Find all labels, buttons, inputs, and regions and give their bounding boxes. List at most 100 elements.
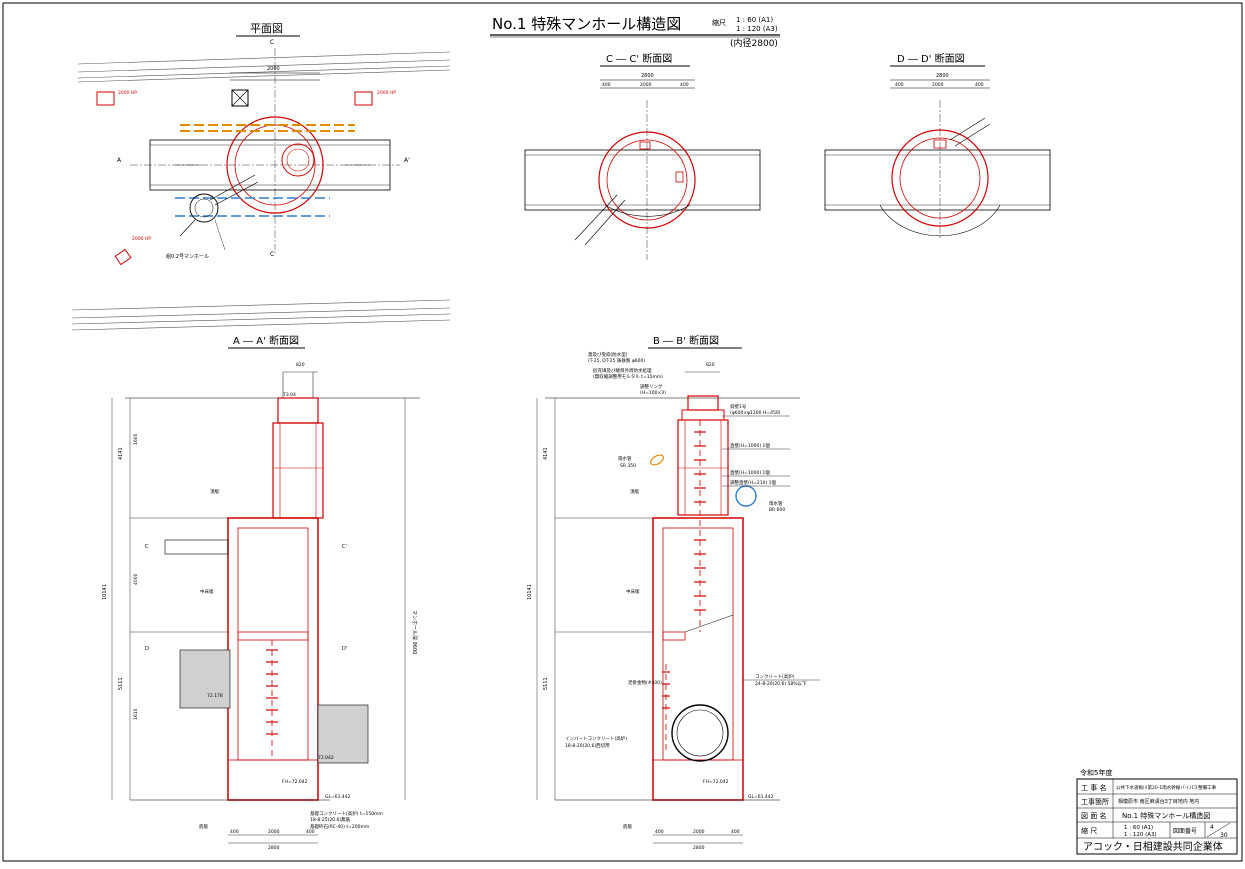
section-dd-title: D ― D' 断面図 — [897, 52, 965, 65]
plan-dim-2000: 2000 — [267, 66, 280, 72]
bb-wall2: 直壁(H=1000) 1個 — [730, 469, 770, 476]
bb-cover-label: 蓋及び受枠(防水型) — [588, 351, 628, 358]
aa-cut-d: D — [145, 646, 149, 652]
dd-dim-2800: 2800 — [936, 73, 949, 79]
section-aa: A ― A' 断面図 820 73.04 — [102, 334, 420, 851]
scale-a1: 1 : 60 (A1) — [736, 16, 773, 24]
tb-row4-label: 縮 尺 — [1081, 826, 1097, 835]
aa-pipe-right — [317, 704, 369, 764]
plan-pipe-label-1: 2000 HP — [118, 90, 137, 96]
aa-cut-cp: C' — [342, 544, 347, 550]
aa-manhole-depth: マンホール深 9600 — [411, 610, 418, 654]
bb-slab-ring-spec: (φ600×φ1200 H=450) — [730, 410, 781, 416]
cc-dim-2800: 2800 — [641, 73, 654, 79]
bb-rain1-spec: SR 350 — [620, 463, 636, 469]
aa-chamber-inner — [237, 527, 309, 761]
title-block: 令和5年度 工 事 名 公共下水道根川第20-1雨水幹線バイパス整備工事 工事箇… — [1076, 768, 1238, 855]
tb-sheet-total: 30 — [1220, 832, 1228, 839]
bb-invert: インバートコンクリート(高炉) — [565, 735, 627, 742]
dd-dim-400a: 400 — [895, 82, 904, 88]
bb-step-hw: 足掛金物(#400) — [628, 679, 662, 686]
aa-bdim-400a: 400 — [230, 829, 239, 835]
scale-a3: 1 : 120 (A3) — [736, 25, 778, 33]
tb-sheet-no-label: 図面番号 — [1173, 828, 1197, 835]
bb-wall1: 直壁(H=1000) 1個 — [730, 442, 770, 449]
dd-dim-400b: 400 — [975, 82, 984, 88]
bb-concrete: コンクリート(高炉) — [755, 673, 795, 680]
aa-dim-10141: 10141 — [102, 584, 108, 600]
section-cc: C ― C' 断面図 2800 400 2000 400 — [524, 52, 761, 260]
bb-bdim-2800: 2800 — [693, 845, 705, 851]
bb-rain2-spec: BR 600 — [769, 507, 785, 513]
aa-level-2: 72.178 — [207, 693, 223, 699]
aa-dim-1610: 1610 — [133, 708, 139, 720]
bb-slab-label: 頂版 — [630, 488, 639, 495]
plan-view: 平面図 2000 組 — [77, 22, 451, 266]
aa-mid-slab-label: 中床版 — [200, 588, 214, 595]
bb-bdim-2000: 2000 — [693, 829, 705, 835]
dd-dim-2000: 2000 — [932, 82, 944, 88]
aa-bdim-2000: 2000 — [268, 829, 280, 835]
tb-row4-value1: 1 : 60 (A1) — [1124, 825, 1153, 831]
plan-cut-c: C — [270, 39, 274, 46]
header: No.1 特殊マンホール構造図 縮尺 1 : 60 (A1) 1 : 120 (… — [490, 15, 780, 49]
bb-dim-820: 820 — [706, 362, 715, 368]
plan-small-manhole — [189, 193, 219, 223]
plan-view-title: 平面図 — [250, 22, 283, 35]
plan-pipe-label-2: 2000 HP — [377, 90, 396, 96]
inner-diameter: (内径2800) — [730, 37, 778, 49]
bb-cover-spec: (T-25, DT-25 鋳鉄製 φ600) — [588, 357, 645, 364]
small-manhole-label: 組0.2号マンホール — [166, 253, 209, 260]
tb-row2-value: 相模原市 南区麻溝台3丁目地内 地内 — [1118, 798, 1199, 805]
aa-level-1: 73.04 — [283, 392, 296, 398]
tb-row3-label: 図 面 名 — [1081, 811, 1106, 820]
bb-adjust-ring: 調整リング — [640, 383, 663, 390]
tb-row3-value: No.1 特殊マンホール構造図 — [1122, 811, 1210, 820]
dd-pipe — [824, 149, 1051, 211]
bb-rain-pipe-1 — [650, 454, 664, 466]
bb-adj-wall: 調整直壁(H=210) 1個 — [730, 479, 777, 486]
aa-chamber-outer — [227, 517, 319, 801]
bb-mortar: 砂充填及び継目外周防水処理 — [593, 367, 652, 374]
aa-bdim-400b: 400 — [306, 829, 315, 835]
tb-row1-value: 公共下水道根川第20-1雨水幹線バイパス整備工事 — [1116, 784, 1217, 791]
bb-bottom-slab — [652, 759, 744, 801]
plan-cut-cp: C' — [270, 251, 276, 258]
bb-bdim-400b: 400 — [731, 829, 740, 835]
plan-cut-ap: A' — [404, 157, 410, 164]
tb-sheet-no: 4 — [1210, 824, 1214, 831]
section-cc-title: C ― C' 断面図 — [606, 52, 672, 65]
tb-company: アコック・日相建設共同企業体 — [1083, 840, 1223, 853]
bb-dim-5111: 5111 — [543, 677, 549, 690]
tb-row2-label: 工事箇所 — [1081, 797, 1109, 806]
plan-pipe-label-3: 2000 HP — [132, 236, 151, 242]
bb-dim-10141: 10141 — [527, 584, 533, 600]
cc-dim-400a: 400 — [602, 82, 611, 88]
tb-row1-label: 工 事 名 — [1081, 783, 1106, 792]
tb-year: 令和5年度 — [1080, 768, 1112, 777]
aa-cut-dp: D' — [342, 646, 347, 652]
aa-slab-label: 頂版 — [210, 488, 219, 495]
aa-level-3: 72.042 — [318, 755, 334, 761]
cc-pipe — [524, 149, 761, 211]
bb-ladder — [662, 420, 706, 750]
aa-mid-slab — [237, 631, 309, 641]
scale-label: 縮尺 — [712, 18, 726, 27]
bb-dim-4141: 4141 — [543, 447, 549, 460]
aa-dim-1600: 1600 — [133, 433, 139, 445]
aa-pipe-left — [179, 649, 231, 709]
aa-pipe-top — [164, 539, 229, 555]
bb-shaft — [677, 419, 729, 516]
bb-fh: FH=72.042 — [703, 779, 729, 785]
aa-ladder — [266, 640, 278, 760]
aa-gl: GL=61.442 — [325, 794, 351, 800]
bb-adjust-ring-spec: (H=100×3) — [640, 390, 666, 396]
drawing-title: No.1 特殊マンホール構造図 — [492, 15, 681, 33]
aa-fh: FH=72.042 — [282, 779, 308, 785]
aa-base1: 基礎コンクリート(高炉) t=150mm — [310, 810, 383, 817]
bb-concrete-spec: 24-8-20(20.6) 58%以下 — [755, 681, 807, 687]
bb-rain2: 雨水管 — [769, 500, 783, 507]
aa-base1-spec: 18-8-25(20.6)無筋 — [310, 816, 351, 823]
cc-dim-2000: 2000 — [640, 82, 652, 88]
